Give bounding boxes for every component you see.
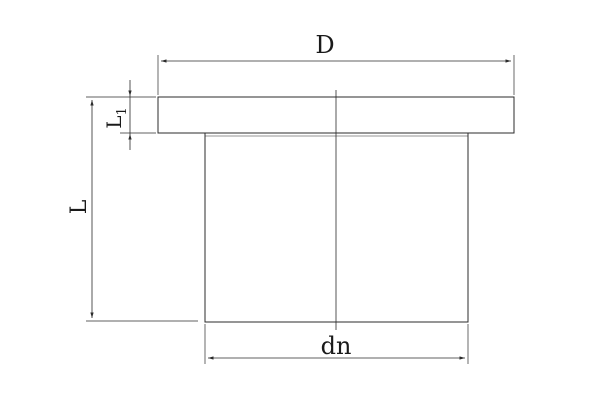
label-l1-main: L — [102, 116, 126, 129]
label-l1: L1 — [102, 107, 130, 129]
body-outline — [204, 132, 469, 323]
label-dn: dn — [321, 332, 352, 360]
label-l1-subscript: 1 — [115, 107, 130, 115]
label-l: L — [67, 199, 92, 214]
label-d: D — [315, 31, 334, 59]
